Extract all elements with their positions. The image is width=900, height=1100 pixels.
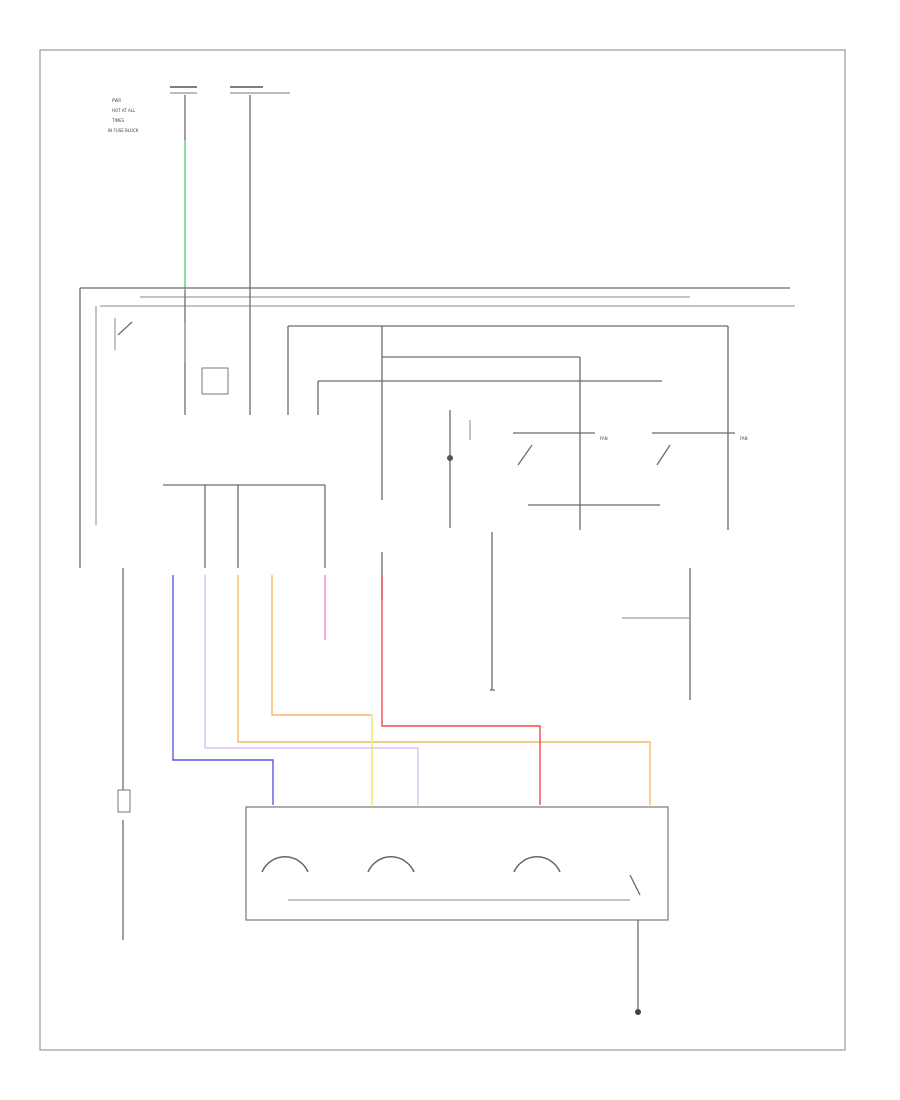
grounds [117,689,641,1015]
diagram-frame [39,49,846,1051]
svg-text:HOT AT ALL: HOT AT ALL [112,108,136,113]
fuse-feed-right [230,86,290,290]
svg-text:TIMES: TIMES [111,118,125,123]
connector-header [163,484,326,568]
fuse-feed-left: PWR HOT AT ALL TIMES IN FUSE BLOCK [108,86,197,290]
left-rails [79,288,251,568]
mode-module [245,806,669,921]
top-bus [80,287,795,307]
switch-group-right: FAN FAN [447,410,748,528]
svg-text:IN FUSE BLOCK: IN FUSE BLOCK [108,128,139,133]
colored-wires [172,575,651,805]
mid-bus [287,325,729,530]
lower-wires [122,532,691,790]
relay-switch-left [114,318,229,395]
svg-text:FAN: FAN [600,436,608,441]
svg-text:PWR: PWR [112,98,121,103]
svg-text:FAN: FAN [740,436,748,441]
